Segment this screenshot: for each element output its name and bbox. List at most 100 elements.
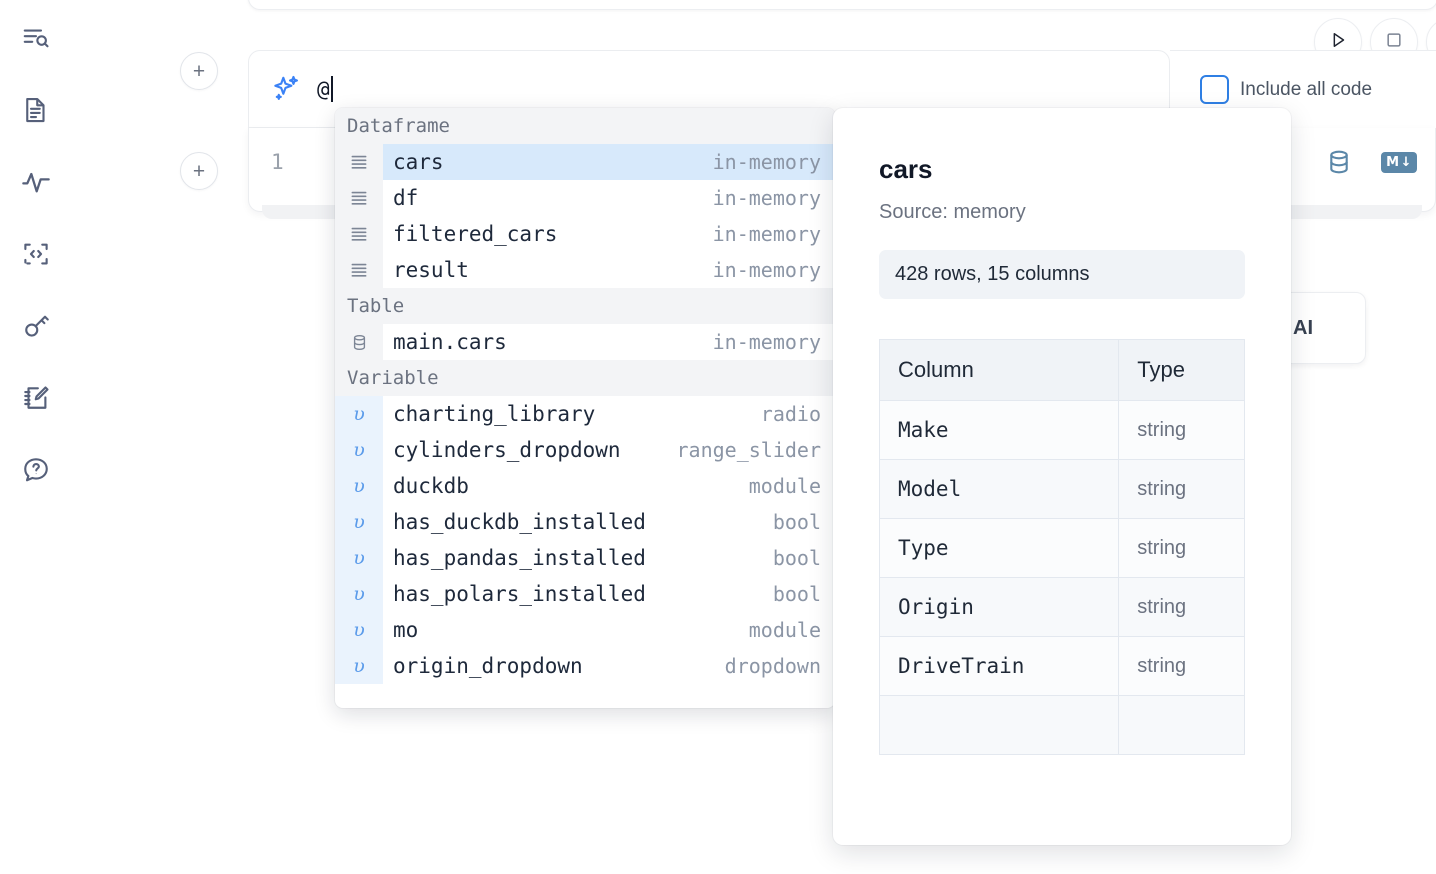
autocomplete-item-name: df [393, 186, 419, 210]
sidebar-item-secrets[interactable] [14, 304, 58, 348]
text-caret [330, 76, 333, 102]
left-icon-rail [0, 0, 72, 874]
dataframe-detail-panel: cars Source: memory 428 rows, 15 columns… [833, 108, 1291, 845]
table-header-cell: Type [1118, 339, 1245, 401]
column-name-cell: Make [878, 400, 1120, 460]
sidebar-item-file[interactable] [14, 88, 58, 132]
outline-search-icon [21, 23, 51, 53]
table-rows-icon [335, 144, 383, 180]
autocomplete-item-type: in-memory [712, 150, 821, 174]
autocomplete-item-body: cars in-memory [383, 144, 835, 180]
top-container-strip [248, 0, 1436, 10]
ai-prompt-value: @ [317, 77, 330, 101]
plus-icon: + [192, 59, 206, 83]
autocomplete-item-name: has_duckdb_installed [393, 510, 646, 534]
database-icon [335, 324, 383, 360]
markdown-icon[interactable]: M ↓ [1381, 151, 1417, 173]
include-all-code-toggle[interactable]: Include all code [1200, 75, 1372, 104]
checkbox-icon[interactable] [1200, 75, 1229, 104]
autocomplete-item[interactable]: result in-memory [335, 252, 835, 288]
ai-prompt-input[interactable]: @ [303, 51, 1169, 127]
autocomplete-section-header: Dataframe [335, 108, 835, 144]
autocomplete-item-type: in-memory [712, 186, 821, 210]
autocomplete-item-name: cars [393, 150, 444, 174]
variable-icon: υ [335, 468, 383, 504]
autocomplete-item-type: module [748, 474, 821, 498]
notebook-edit-icon [21, 383, 51, 413]
column-name-cell: Model [878, 459, 1120, 519]
table-header-cell: Column [878, 339, 1120, 401]
table-rows-icon [335, 252, 383, 288]
autocomplete-item[interactable]: cars in-memory [335, 144, 835, 180]
sidebar-item-scratchpad[interactable] [14, 376, 58, 420]
key-icon [21, 311, 51, 341]
variable-icon: υ [335, 396, 383, 432]
autocomplete-section-header: Table [335, 288, 835, 324]
detail-shape-badge: 428 rows, 15 columns [879, 250, 1245, 299]
column-type-cell: string [1118, 459, 1245, 519]
autocomplete-item-type: radio [760, 402, 821, 426]
column-type-cell: string [1118, 518, 1245, 578]
include-all-code-label: Include all code [1240, 78, 1373, 100]
sidebar-item-help[interactable] [14, 448, 58, 492]
variable-icon: υ [335, 576, 383, 612]
activity-pulse-icon [20, 166, 52, 198]
column-type-cell [1118, 695, 1245, 755]
autocomplete-item-type: range_slider [676, 438, 822, 462]
sidebar-item-activity[interactable] [14, 160, 58, 204]
sidebar-item-snippets[interactable] [14, 232, 58, 276]
add-cell-button-top[interactable]: + [180, 52, 218, 90]
code-snippet-icon [21, 239, 51, 269]
autocomplete-item-type: module [748, 618, 821, 642]
variable-icon: υ [335, 648, 383, 684]
markdown-letter: M [1386, 154, 1400, 170]
autocomplete-item[interactable]: df in-memory [335, 180, 835, 216]
autocomplete-item-name: main.cars [393, 330, 507, 354]
autocomplete-list[interactable]: Dataframe cars in-memory df in-memory filtere… [335, 108, 835, 684]
variable-icon: υ [335, 612, 383, 648]
autocomplete-item[interactable]: main.cars in-memory [335, 324, 835, 360]
autocomplete-item-body: has_pandas_installed bool [383, 540, 835, 576]
autocomplete-item[interactable]: υ has_pandas_installed bool [335, 540, 835, 576]
autocomplete-item-name: cylinders_dropdown [393, 438, 621, 462]
autocomplete-item-type: bool [772, 546, 821, 570]
autocomplete-item-name: filtered_cars [393, 222, 558, 246]
autocomplete-popup[interactable]: Dataframe cars in-memory df in-memory filtere… [335, 108, 835, 708]
autocomplete-item-body: cylinders_dropdown range_slider [383, 432, 835, 468]
help-chat-icon [21, 455, 51, 485]
database-icon[interactable] [1325, 148, 1353, 176]
add-cell-button-bottom[interactable]: + [180, 152, 218, 190]
autocomplete-item-type: in-memory [712, 258, 821, 282]
column-type-cell: string [1118, 636, 1245, 696]
variable-icon: υ [335, 540, 383, 576]
column-name-cell: Type [878, 518, 1120, 578]
column-type-cell: string [1118, 400, 1245, 460]
play-icon [1327, 29, 1349, 56]
autocomplete-item-name: result [393, 258, 469, 282]
autocomplete-item-body: df in-memory [383, 180, 835, 216]
column-type-cell: string [1118, 577, 1245, 637]
sidebar-item-outline-search[interactable] [14, 16, 58, 60]
autocomplete-item-type: in-memory [712, 330, 821, 354]
autocomplete-item-name: has_polars_installed [393, 582, 646, 606]
autocomplete-item-name: has_pandas_installed [393, 546, 646, 570]
file-text-icon [21, 95, 51, 125]
autocomplete-item-type: dropdown [724, 654, 821, 678]
